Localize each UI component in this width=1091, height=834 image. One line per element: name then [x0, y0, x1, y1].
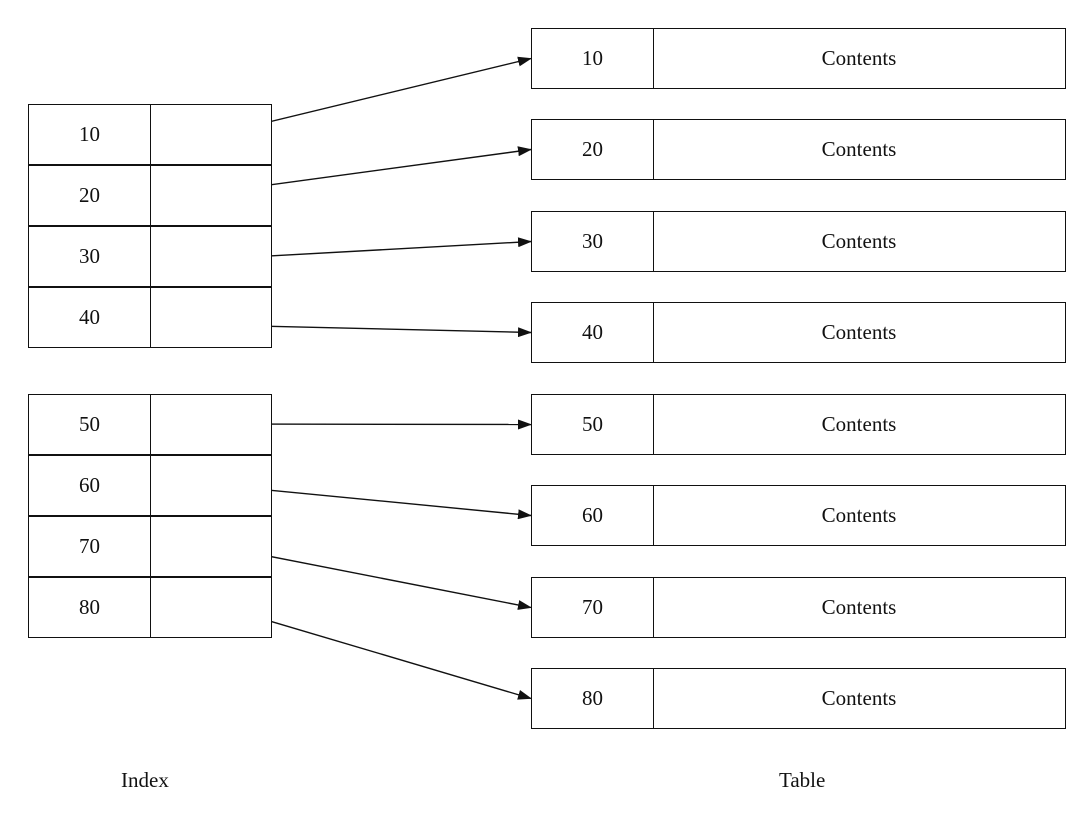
index-key-cell: 30 [28, 226, 151, 287]
table-contents-cell: Contents [652, 668, 1066, 729]
index-key-cell: 10 [28, 104, 151, 165]
index-key-cell: 80 [28, 577, 151, 638]
index-pointer-cell [149, 394, 272, 455]
table-contents-cell: Contents [652, 485, 1066, 546]
table-key-cell: 80 [531, 668, 654, 729]
index-pointer-cell [149, 165, 272, 226]
index-key-cell: 60 [28, 455, 151, 516]
index-pointer-cell [149, 516, 272, 577]
table-key-cell: 40 [531, 302, 654, 363]
table-key-cell: 20 [531, 119, 654, 180]
index-key-cell: 50 [28, 394, 151, 455]
table-contents-cell: Contents [652, 119, 1066, 180]
index-key-cell: 20 [28, 165, 151, 226]
index-pointer-cell [149, 104, 272, 165]
index-pointer-cell [149, 287, 272, 348]
index-key-cell: 70 [28, 516, 151, 577]
index-caption: Index [121, 768, 169, 792]
table-contents-cell: Contents [652, 394, 1066, 455]
table-key-cell: 10 [531, 28, 654, 89]
table-key-cell: 50 [531, 394, 654, 455]
index-pointer-cell [149, 455, 272, 516]
index-key-cell: 40 [28, 287, 151, 348]
table-caption: Table [779, 768, 826, 792]
table-key-cell: 60 [531, 485, 654, 546]
table-key-cell: 30 [531, 211, 654, 272]
index-pointer-cell [149, 577, 272, 638]
table-key-cell: 70 [531, 577, 654, 638]
table-contents-cell: Contents [652, 211, 1066, 272]
table-contents-cell: Contents [652, 577, 1066, 638]
table-contents-cell: Contents [652, 28, 1066, 89]
table-contents-cell: Contents [652, 302, 1066, 363]
index-pointer-cell [149, 226, 272, 287]
